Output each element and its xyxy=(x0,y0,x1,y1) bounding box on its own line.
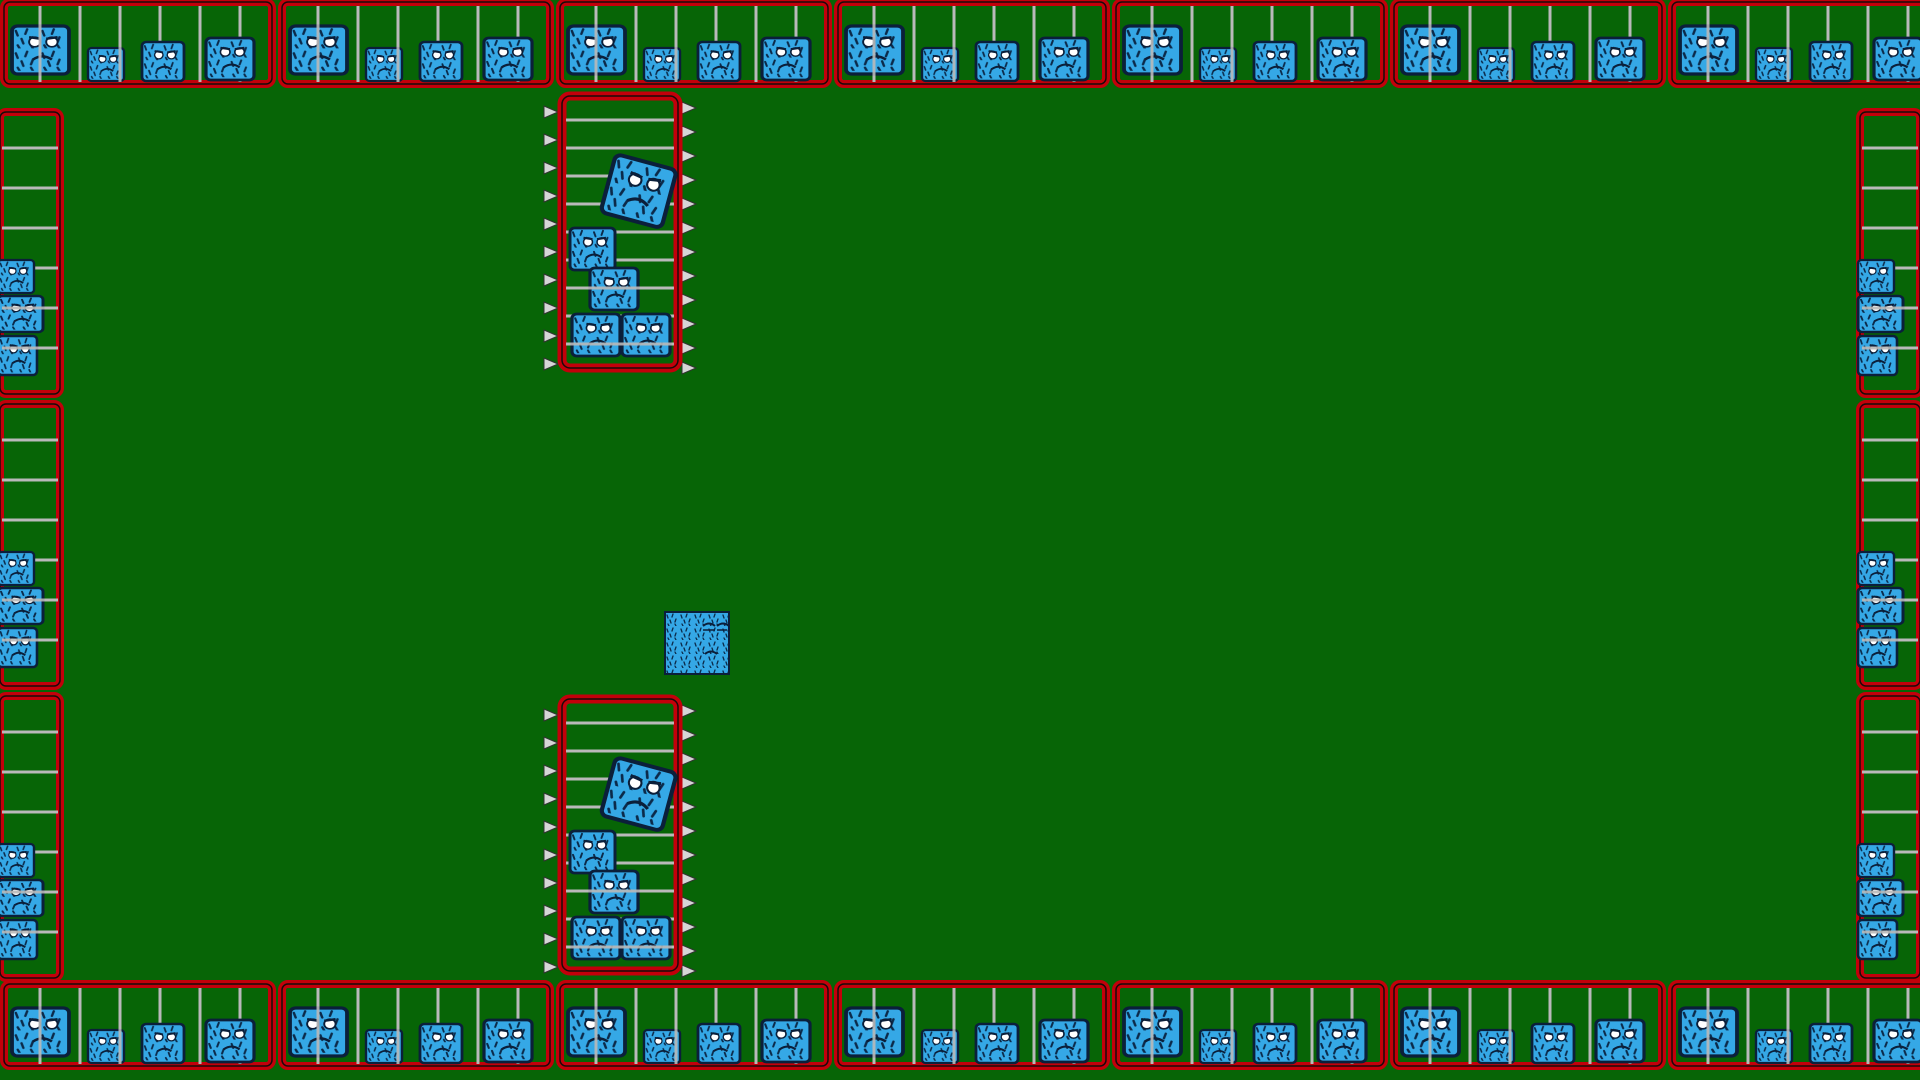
caged-blue-cube-icon xyxy=(0,696,60,978)
caged-blue-cube-icon xyxy=(1394,2,1662,84)
caged-blue-cube-icon xyxy=(838,2,1106,84)
sad-blue-cube-icon xyxy=(702,622,730,655)
border-top-cages xyxy=(4,2,1920,84)
border-bottom-cages xyxy=(4,984,1920,1066)
caged-blue-cube-icon xyxy=(1116,2,1384,84)
caged-blue-cube-icon xyxy=(282,984,550,1066)
caged-blue-cube-icon xyxy=(560,984,828,1066)
caged-blue-cube-icon xyxy=(1116,984,1384,1066)
caged-blue-cube-icon xyxy=(4,984,272,1066)
caged-blue-cube-icon xyxy=(1672,984,1920,1066)
caged-blue-cube-icon xyxy=(838,984,1106,1066)
caged-blue-cube-icon xyxy=(282,2,550,84)
caged-blue-cube-icon xyxy=(1672,2,1920,84)
border-left-cages xyxy=(0,112,60,978)
caged-blue-cube-icon xyxy=(0,112,60,394)
lower-spiked-cage-obstacle xyxy=(544,699,696,977)
upper-spiked-cage-obstacle xyxy=(544,96,696,374)
caged-blue-cube-icon xyxy=(560,2,828,84)
caged-blue-cube-icon xyxy=(1394,984,1662,1066)
caged-blue-cube-icon xyxy=(0,404,60,686)
caged-blue-cube-icon xyxy=(4,2,272,84)
caged-blue-cube-icon xyxy=(1858,404,1920,686)
caged-blue-cube-icon xyxy=(1858,696,1920,978)
caged-blue-cube-icon xyxy=(1858,112,1920,394)
player-cube[interactable] xyxy=(664,611,730,675)
border-right-cages xyxy=(1858,112,1920,978)
